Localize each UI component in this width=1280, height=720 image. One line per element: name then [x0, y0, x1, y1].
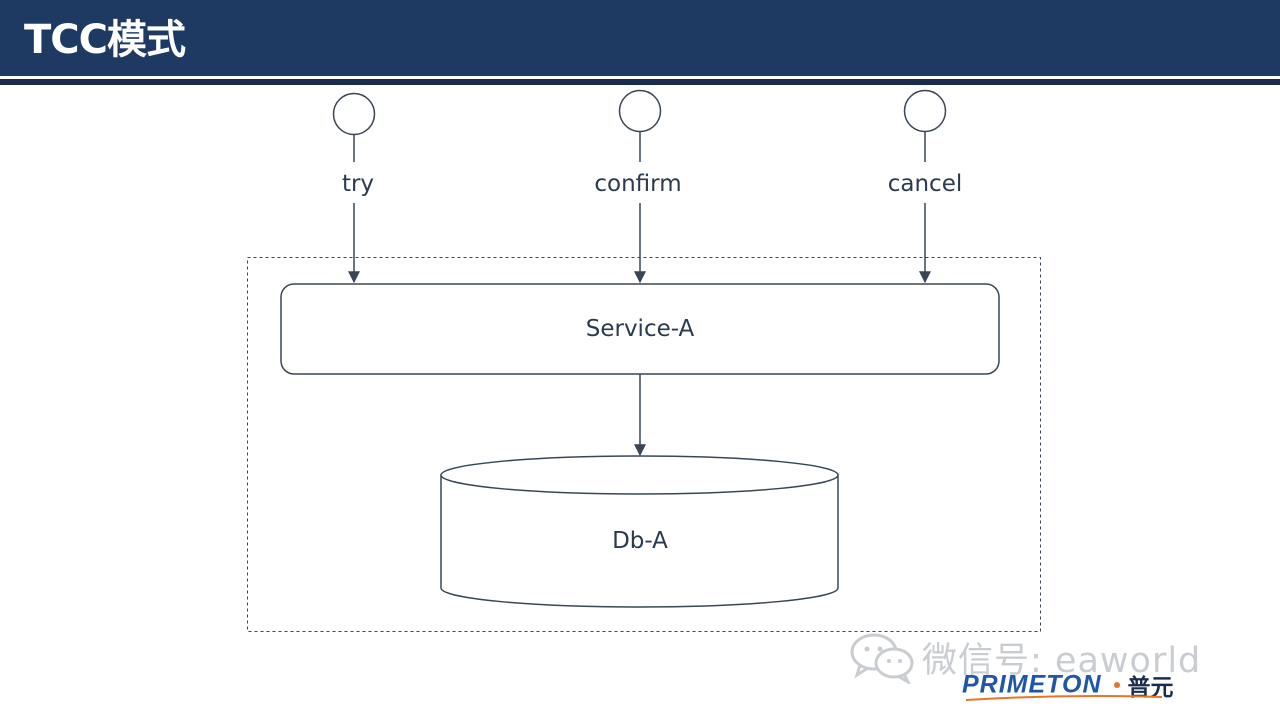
header-divider-light [0, 76, 1280, 79]
logo-dot [1113, 682, 1120, 688]
db-a-cylinder [440, 455, 839, 608]
page-title: TCC模式 [24, 17, 186, 63]
header-divider-dark [0, 79, 1280, 85]
db-a-body [440, 475, 839, 608]
service-boundary [247, 257, 1041, 632]
wechat-watermark: 微信号: eaworld [848, 628, 1268, 688]
db-a-label: Db-A [612, 528, 668, 554]
cancel-interface-circle [903, 89, 947, 133]
confirm-interface: confirm [594, 89, 682, 284]
try-interface: try [332, 92, 376, 284]
logo-swoosh [965, 695, 1163, 701]
cancel-label: cancel [888, 171, 963, 197]
try-label: try [342, 171, 374, 197]
cancel-interface: cancel [888, 89, 963, 284]
confirm-label: confirm [594, 171, 681, 197]
watermark-text: 微信号: eaworld [922, 641, 1202, 681]
logo-brand: PRIMETON [962, 670, 1102, 699]
header-bar: TCC模式 [0, 0, 1280, 76]
service-a-label: Service-A [586, 316, 695, 342]
wechat-icon [850, 633, 914, 684]
confirm-interface-circle [618, 89, 662, 133]
try-interface-circle [332, 92, 376, 136]
db-a-top [440, 455, 839, 495]
